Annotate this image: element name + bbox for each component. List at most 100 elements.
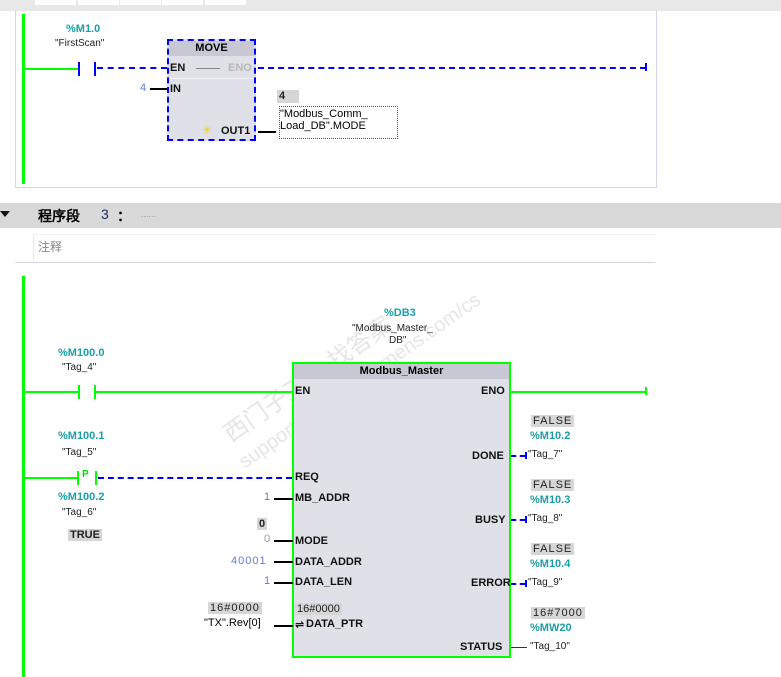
contact-tag[interactable]: "Tag_5"	[62, 447, 97, 458]
network-3-header[interactable]: 程序段 3 ： ......	[0, 203, 781, 228]
network-colon: ：	[117, 208, 131, 224]
coil-marker	[525, 516, 527, 523]
out1-wire	[258, 131, 276, 133]
mode-constant[interactable]: 0	[264, 533, 271, 545]
pin-error: ERROR	[471, 577, 511, 589]
network-title-placeholder[interactable]: ......	[141, 209, 157, 219]
modbus-master-title: Modbus_Master	[294, 364, 509, 379]
pin-busy: BUSY	[475, 514, 506, 526]
network-title: 程序段	[38, 209, 80, 225]
pin-separator	[170, 78, 254, 79]
move-pin-out1: OUT1	[221, 125, 251, 137]
status-tag[interactable]: "Tag_10"	[530, 641, 570, 652]
power-rail-network-2	[22, 14, 25, 184]
mb-addr-constant[interactable]: 1	[264, 491, 271, 503]
coil-marker	[525, 580, 527, 587]
in-constant[interactable]: 4	[140, 82, 147, 94]
data-ptr-monitor: 16#0000	[208, 602, 262, 614]
busy-address[interactable]: %M10.3	[530, 494, 571, 506]
unpowered-wire	[97, 67, 167, 69]
error-address[interactable]: %M10.4	[530, 558, 571, 570]
move-block[interactable]: MOVE	[167, 39, 256, 141]
toolbar-slot[interactable]	[205, 0, 246, 5]
contact-left-bar[interactable]	[78, 385, 80, 399]
en-eno-link	[196, 68, 220, 69]
powered-wire-en	[96, 391, 293, 393]
status-monitor: 16#7000	[531, 607, 585, 619]
instance-db-name-line2[interactable]: DB"	[389, 335, 407, 346]
in-wire	[150, 88, 167, 90]
pin-status: STATUS	[460, 641, 503, 653]
data-len-constant[interactable]: 1	[264, 575, 271, 587]
toolbar-slot[interactable]	[162, 0, 203, 5]
mode-wire	[274, 540, 293, 542]
powered-wire	[24, 391, 79, 393]
wire-end-marker	[645, 387, 647, 395]
edge-memory-tag[interactable]: "Tag_6"	[62, 507, 97, 518]
pin-data-ptr: DATA_PTR	[306, 618, 364, 630]
pin-mode: MODE	[295, 535, 328, 547]
contact-tag[interactable]: "FirstScan"	[55, 38, 105, 49]
status-address[interactable]: %MW20	[530, 622, 572, 634]
done-address[interactable]: %M10.2	[530, 430, 571, 442]
toolbar-strip	[0, 0, 781, 11]
p-contact-right-bar[interactable]	[95, 471, 97, 485]
done-wire	[511, 455, 525, 457]
data-ptr-inner-monitor: 16#0000	[295, 603, 342, 615]
status-wire	[511, 647, 527, 648]
out1-operand-line1: "Modbus_Comm_	[280, 108, 368, 120]
contact-right-bar[interactable]	[94, 62, 96, 76]
out1-operand-line2: Load_DB".MODE	[280, 120, 366, 132]
pin-en: EN	[295, 385, 311, 397]
contact-address[interactable]: %M1.0	[66, 23, 101, 35]
out1-monitor-value: 4	[277, 90, 299, 103]
move-pin-eno: ENO	[228, 62, 252, 74]
edge-memory-address[interactable]: %M100.2	[58, 491, 105, 503]
contact-address[interactable]: %M100.1	[58, 430, 105, 442]
toolbar-slot[interactable]	[120, 0, 161, 5]
network-comment-field[interactable]: 注释	[33, 234, 656, 261]
error-monitor: FALSE	[531, 543, 575, 555]
instance-db-address[interactable]: %DB3	[384, 307, 416, 319]
coil-marker	[525, 452, 527, 459]
contact-address[interactable]: %M100.0	[58, 347, 105, 359]
error-wire	[511, 583, 525, 585]
network-number: 3	[101, 206, 109, 222]
move-pin-en: EN	[170, 62, 186, 74]
move-pin-in: IN	[170, 83, 181, 95]
error-tag[interactable]: "Tag_9"	[528, 577, 563, 588]
network-divider	[15, 262, 655, 263]
done-monitor: FALSE	[531, 415, 575, 427]
contact-left-bar[interactable]	[78, 62, 80, 76]
mb-addr-wire	[274, 498, 293, 500]
p-contact-label: P	[82, 469, 89, 480]
contact-tag[interactable]: "Tag_4"	[62, 362, 97, 373]
collapse-triangle-icon[interactable]	[0, 211, 10, 217]
edge-memory-monitor: TRUE	[68, 529, 102, 541]
data-ptr-operand[interactable]: "TX".Rev[0]	[204, 617, 261, 629]
comment-placeholder: 注释	[38, 240, 63, 254]
p-contact-left-bar[interactable]	[77, 471, 79, 485]
data-addr-wire	[274, 561, 293, 563]
instance-db-name-line1[interactable]: "Modbus_Master_	[352, 323, 433, 334]
pin-mb-addr: MB_ADDR	[295, 492, 350, 504]
data-addr-constant[interactable]: 40001	[231, 555, 267, 567]
pin-done: DONE	[472, 450, 504, 462]
network-2-area[interactable]	[15, 11, 657, 188]
contact-right-bar[interactable]	[94, 385, 96, 399]
done-tag[interactable]: "Tag_7"	[528, 449, 563, 460]
pin-req: REQ	[295, 471, 319, 483]
pin-eno: ENO	[481, 385, 505, 397]
pin-data-addr: DATA_ADDR	[295, 556, 362, 568]
powered-wire-eno	[511, 391, 647, 393]
pin-data-len: DATA_LEN	[295, 576, 353, 588]
toolbar-slot[interactable]	[35, 0, 76, 5]
busy-tag[interactable]: "Tag_8"	[528, 513, 563, 524]
out1-operand-box[interactable]: "Modbus_Comm_ Load_DB".MODE	[279, 106, 398, 139]
mode-monitor: 0	[257, 518, 268, 530]
powered-wire	[24, 477, 77, 479]
data-len-wire	[274, 582, 293, 584]
move-block-title: MOVE	[169, 41, 254, 56]
toolbar-slot[interactable]	[78, 0, 119, 5]
unpowered-wire-req	[98, 477, 292, 479]
